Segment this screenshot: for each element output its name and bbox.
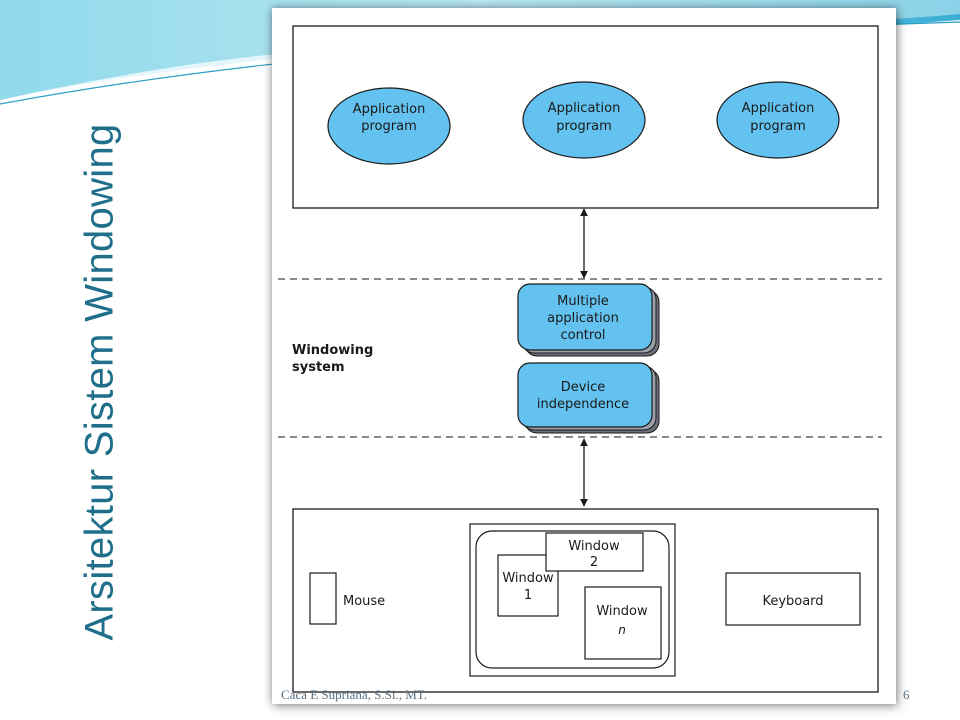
device-independence-node: Device independence <box>517 362 660 434</box>
window-n-label-line2: n <box>618 623 626 637</box>
node-box <box>517 283 653 351</box>
window-1-label-line2: 1 <box>524 588 532 603</box>
node-label-line2: application <box>547 311 619 326</box>
application-ellipse <box>327 87 451 165</box>
application-node: Application program <box>716 81 840 159</box>
windowing-architecture-diagram: Application program Application program … <box>278 25 882 693</box>
application-label-line2: program <box>750 119 806 134</box>
keyboard-label: Keyboard <box>762 594 823 609</box>
footer-author: Caca E Supriana, S.Si., MT. <box>281 687 427 702</box>
application-label-line2: program <box>361 119 417 134</box>
application-node: Application program <box>522 81 646 159</box>
application-label-line1: Application <box>742 101 815 116</box>
window-2-label-line1: Window <box>568 539 620 554</box>
slide-title: Arsitektur Sistem Windowing <box>77 123 122 641</box>
application-label-line1: Application <box>353 102 426 117</box>
keyboard-box <box>725 572 861 626</box>
windowing-system-label-line1: Windowing <box>292 343 373 358</box>
windowing-system-label-line2: system <box>292 360 345 375</box>
node-label-line3: control <box>560 328 605 343</box>
multiple-application-control-node: Multiple application control <box>517 283 660 357</box>
page-number: 6 <box>903 687 910 702</box>
window-2-label-line2: 2 <box>590 555 598 570</box>
window-2 <box>545 532 644 572</box>
application-ellipse <box>522 81 646 159</box>
node-box <box>517 362 653 428</box>
mouse-icon <box>309 572 337 625</box>
window-n-label-line1: Window <box>596 604 648 619</box>
mouse-label: Mouse <box>343 594 385 609</box>
application-label-line2: program <box>556 119 612 134</box>
node-label-line2: independence <box>537 397 629 412</box>
node-label-line1: Device <box>561 380 605 395</box>
window-1-label-line1: Window <box>502 571 554 586</box>
application-label-line1: Application <box>548 101 621 116</box>
application-node: Application program <box>327 87 451 165</box>
node-label-line1: Multiple <box>557 294 609 309</box>
diagram-card: Application program Application program … <box>272 8 896 704</box>
application-ellipse <box>716 81 840 159</box>
window-n <box>584 586 662 660</box>
